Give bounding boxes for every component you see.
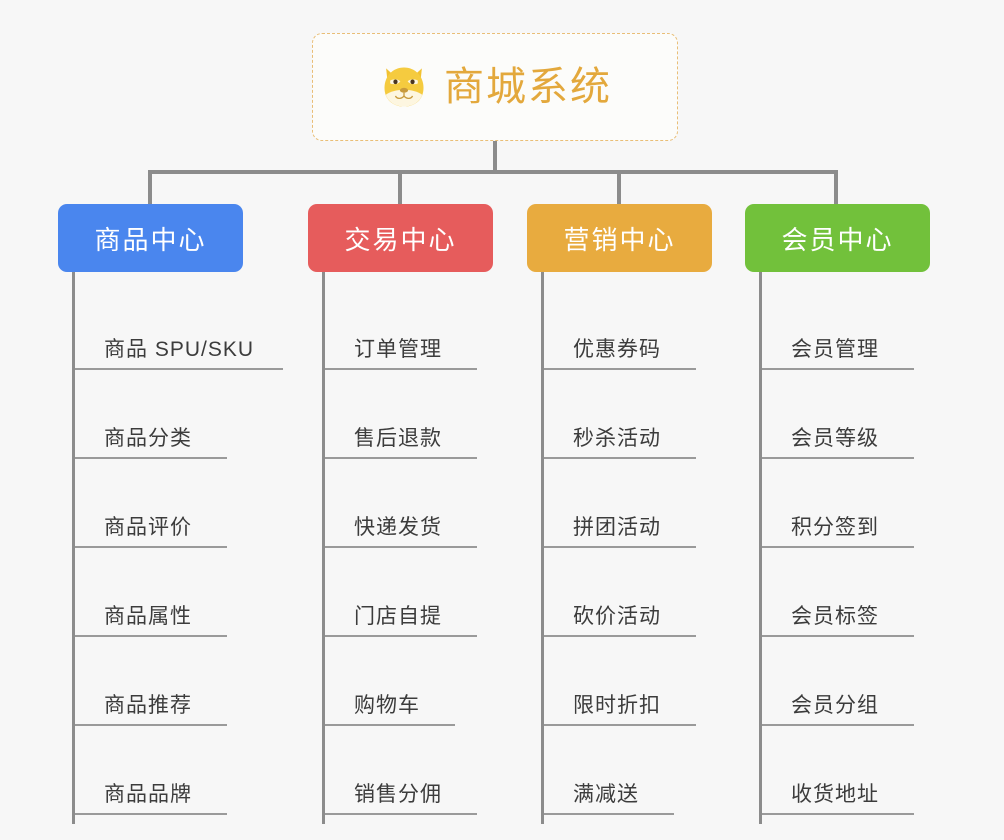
leaf-underline <box>75 457 227 459</box>
list-item[interactable]: 会员管理 <box>762 290 930 379</box>
list-item[interactable]: 限时折扣 <box>544 646 712 735</box>
leaf-label: 售后退款 <box>354 427 442 450</box>
list-item[interactable]: 优惠券码 <box>544 290 712 379</box>
leaf-underline <box>325 368 477 370</box>
category-card-1[interactable]: 商品中心 <box>58 204 243 272</box>
leaf-underline <box>544 546 696 548</box>
root-node[interactable]: 商城系统 <box>312 33 678 141</box>
leaf-label: 会员标签 <box>791 605 879 628</box>
list-item[interactable]: 会员标签 <box>762 557 930 646</box>
branch-column-2: 交易中心 订单管理 售后退款 快递发货 门店自提 购物车 <box>308 204 493 824</box>
list-item[interactable]: 商品分类 <box>75 379 243 468</box>
list-item[interactable]: 会员分组 <box>762 646 930 735</box>
category-label-2: 交易中心 <box>344 224 457 255</box>
leaf-label: 收货地址 <box>791 783 879 806</box>
list-item[interactable]: 购物车 <box>325 646 493 735</box>
leaf-label: 限时折扣 <box>573 694 661 717</box>
list-item[interactable]: 积分签到 <box>762 468 930 557</box>
branch-column-4: 会员中心 会员管理 会员等级 积分签到 会员标签 会员分组 <box>745 204 930 824</box>
leaf-label: 商品属性 <box>104 605 192 628</box>
leaf-underline <box>762 813 914 815</box>
leaf-label: 会员等级 <box>791 427 879 450</box>
leaf-list-2: 订单管理 售后退款 快递发货 门店自提 购物车 销售分佣 <box>322 272 493 824</box>
list-item[interactable]: 拼团活动 <box>544 468 712 557</box>
list-item[interactable]: 砍价活动 <box>544 557 712 646</box>
leaf-label: 商品品牌 <box>104 783 192 806</box>
leaf-label: 优惠券码 <box>573 338 661 361</box>
leaf-label: 销售分佣 <box>354 783 442 806</box>
leaf-underline <box>544 813 674 815</box>
branch-column-3: 营销中心 优惠券码 秒杀活动 拼团活动 砍价活动 限时折扣 <box>527 204 712 824</box>
list-item[interactable]: 销售分佣 <box>325 735 493 824</box>
leaf-label: 会员管理 <box>791 338 879 361</box>
category-card-4[interactable]: 会员中心 <box>745 204 930 272</box>
leaf-label: 秒杀活动 <box>573 427 661 450</box>
list-item[interactable]: 商品属性 <box>75 557 243 646</box>
category-label-3: 营销中心 <box>563 224 676 255</box>
leaf-underline <box>75 724 227 726</box>
leaf-label: 砍价活动 <box>573 605 661 628</box>
category-label-4: 会员中心 <box>781 224 894 255</box>
leaf-underline <box>762 724 914 726</box>
leaf-underline <box>544 724 696 726</box>
shiba-dog-face-icon <box>384 67 424 107</box>
leaf-label: 购物车 <box>354 694 420 717</box>
leaf-label: 拼团活动 <box>573 516 661 539</box>
list-item[interactable]: 订单管理 <box>325 290 493 379</box>
leaf-underline <box>762 368 914 370</box>
leaf-list-1: 商品 SPU/SKU 商品分类 商品评价 商品属性 商品推荐 商品品牌 <box>72 272 283 824</box>
leaf-label: 门店自提 <box>354 605 442 628</box>
list-item[interactable]: 满减送 <box>544 735 712 824</box>
category-card-2[interactable]: 交易中心 <box>308 204 493 272</box>
leaf-label: 会员分组 <box>791 694 879 717</box>
leaf-underline <box>325 813 477 815</box>
list-item[interactable]: 快递发货 <box>325 468 493 557</box>
leaf-underline <box>325 457 477 459</box>
leaf-underline <box>544 368 696 370</box>
leaf-list-3: 优惠券码 秒杀活动 拼团活动 砍价活动 限时折扣 满减送 <box>541 272 712 824</box>
leaf-label: 商品分类 <box>104 427 192 450</box>
category-label-1: 商品中心 <box>94 224 207 255</box>
branch-column-1: 商品中心 商品 SPU/SKU 商品分类 商品评价 商品属性 商品推荐 <box>58 204 283 824</box>
leaf-underline <box>544 635 696 637</box>
leaf-label: 订单管理 <box>354 338 442 361</box>
leaf-underline <box>75 813 227 815</box>
leaf-underline <box>325 546 477 548</box>
leaf-underline <box>544 457 696 459</box>
list-item[interactable]: 商品品牌 <box>75 735 243 824</box>
list-item[interactable]: 收货地址 <box>762 735 930 824</box>
leaf-underline <box>762 635 914 637</box>
leaf-label: 满减送 <box>573 783 639 806</box>
category-card-3[interactable]: 营销中心 <box>527 204 712 272</box>
list-item[interactable]: 门店自提 <box>325 557 493 646</box>
leaf-label: 快递发货 <box>354 516 442 539</box>
list-item[interactable]: 会员等级 <box>762 379 930 468</box>
list-item[interactable]: 商品评价 <box>75 468 243 557</box>
root-title: 商城系统 <box>444 65 612 109</box>
leaf-label: 商品评价 <box>104 516 192 539</box>
leaf-underline <box>762 457 914 459</box>
leaf-underline <box>75 546 227 548</box>
list-item[interactable]: 商品 SPU/SKU <box>75 290 283 379</box>
leaf-label: 商品 SPU/SKU <box>104 338 255 361</box>
list-item[interactable]: 商品推荐 <box>75 646 243 735</box>
leaf-underline <box>75 635 227 637</box>
list-item[interactable]: 售后退款 <box>325 379 493 468</box>
leaf-label: 商品推荐 <box>104 694 192 717</box>
leaf-underline <box>325 724 455 726</box>
leaf-list-4: 会员管理 会员等级 积分签到 会员标签 会员分组 收货地址 <box>759 272 930 824</box>
leaf-underline <box>762 546 914 548</box>
list-item[interactable]: 秒杀活动 <box>544 379 712 468</box>
leaf-underline <box>75 368 283 370</box>
leaf-underline <box>325 635 477 637</box>
leaf-label: 积分签到 <box>791 516 879 539</box>
